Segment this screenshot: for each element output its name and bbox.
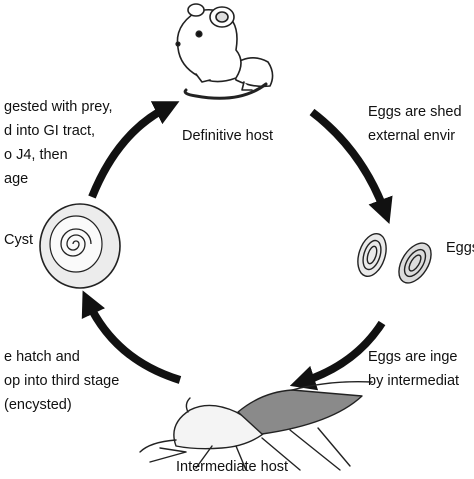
step-hatch-line: op into third stage	[4, 373, 120, 389]
cyst-icon	[39, 203, 121, 289]
eggs-label: Eggs	[446, 240, 474, 256]
arrow-cyst-to-host	[88, 101, 180, 199]
step-ingested-prey-line: d into GI tract,	[4, 123, 96, 139]
step-eggs-ingested-text: Eggs are inge by intermediat	[368, 345, 459, 393]
step-hatch-text: e hatch and op into third stage (encyste…	[4, 345, 119, 417]
step-eggs-shed-text: Eggs are shed external envir	[368, 100, 462, 148]
arrow-eggs-to-intermediate	[289, 320, 386, 391]
step-ingested-prey-line: age	[4, 171, 29, 187]
cyst-label: Cyst	[4, 232, 33, 248]
step-ingested-prey-text: gested with prey, d into GI tract, o J4,…	[4, 95, 113, 191]
step-hatch-line: e hatch and	[4, 349, 80, 365]
eggs-icon	[357, 232, 432, 284]
definitive-host-label: Definitive host	[182, 128, 274, 144]
arrow-host-to-eggs	[309, 108, 393, 224]
step-eggs-ingested-line: Eggs are inge	[368, 349, 458, 365]
insect-icon	[139, 380, 373, 471]
step-ingested-prey-line: o J4, then	[4, 147, 68, 163]
step-eggs-shed-line: Eggs are shed	[368, 104, 462, 120]
step-ingested-prey-line: gested with prey,	[4, 99, 113, 115]
step-hatch-line: (encysted)	[4, 397, 72, 413]
arrow-intermediate-to-cyst	[81, 290, 182, 384]
step-eggs-shed-line: external envir	[368, 128, 456, 144]
intermediate-host-label: Intermediate host	[176, 459, 289, 475]
step-eggs-ingested-line: by intermediat	[368, 373, 460, 389]
mouse-icon	[175, 3, 274, 100]
